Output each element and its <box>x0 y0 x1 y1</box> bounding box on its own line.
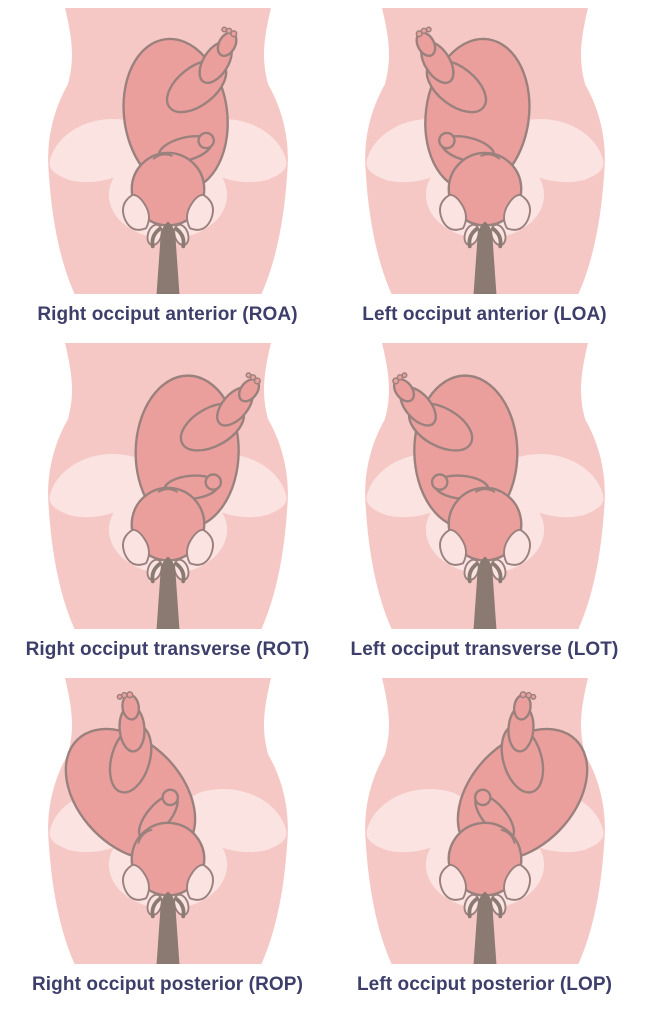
position-label-loa: Left occiput anterior (LOA) <box>362 304 607 325</box>
figure-roa: Right occiput anterior (ROA) <box>14 8 321 327</box>
position-label-rot: Right occiput transverse (ROT) <box>25 638 310 660</box>
position-label-rop: Right occiput posterior (ROP) <box>31 973 303 995</box>
figure-lop: Left occiput posterior (LOP) <box>331 678 638 997</box>
figure-loa: Left occiput anterior (LOA) <box>331 8 638 327</box>
position-label-lop: Left occiput posterior (LOP) <box>356 973 613 995</box>
roa-illustration <box>25 8 311 294</box>
figure-lot: Left occiput transverse (LOT) <box>331 343 638 662</box>
lop-illustration <box>342 678 628 964</box>
loa-illustration <box>342 8 628 294</box>
position-label-roa: Right occiput anterior (ROA) <box>37 304 298 325</box>
positions-grid: Right occiput anterior (ROA) Left occipu… <box>14 8 638 996</box>
rop-illustration <box>25 678 311 964</box>
figure-rot: Right occiput transverse (ROT) <box>14 343 321 662</box>
rot-illustration <box>25 343 311 629</box>
figure-rop: Right occiput posterior (ROP) <box>14 678 321 997</box>
position-label-lot: Left occiput transverse (LOT) <box>350 638 619 660</box>
lot-illustration <box>342 343 628 629</box>
